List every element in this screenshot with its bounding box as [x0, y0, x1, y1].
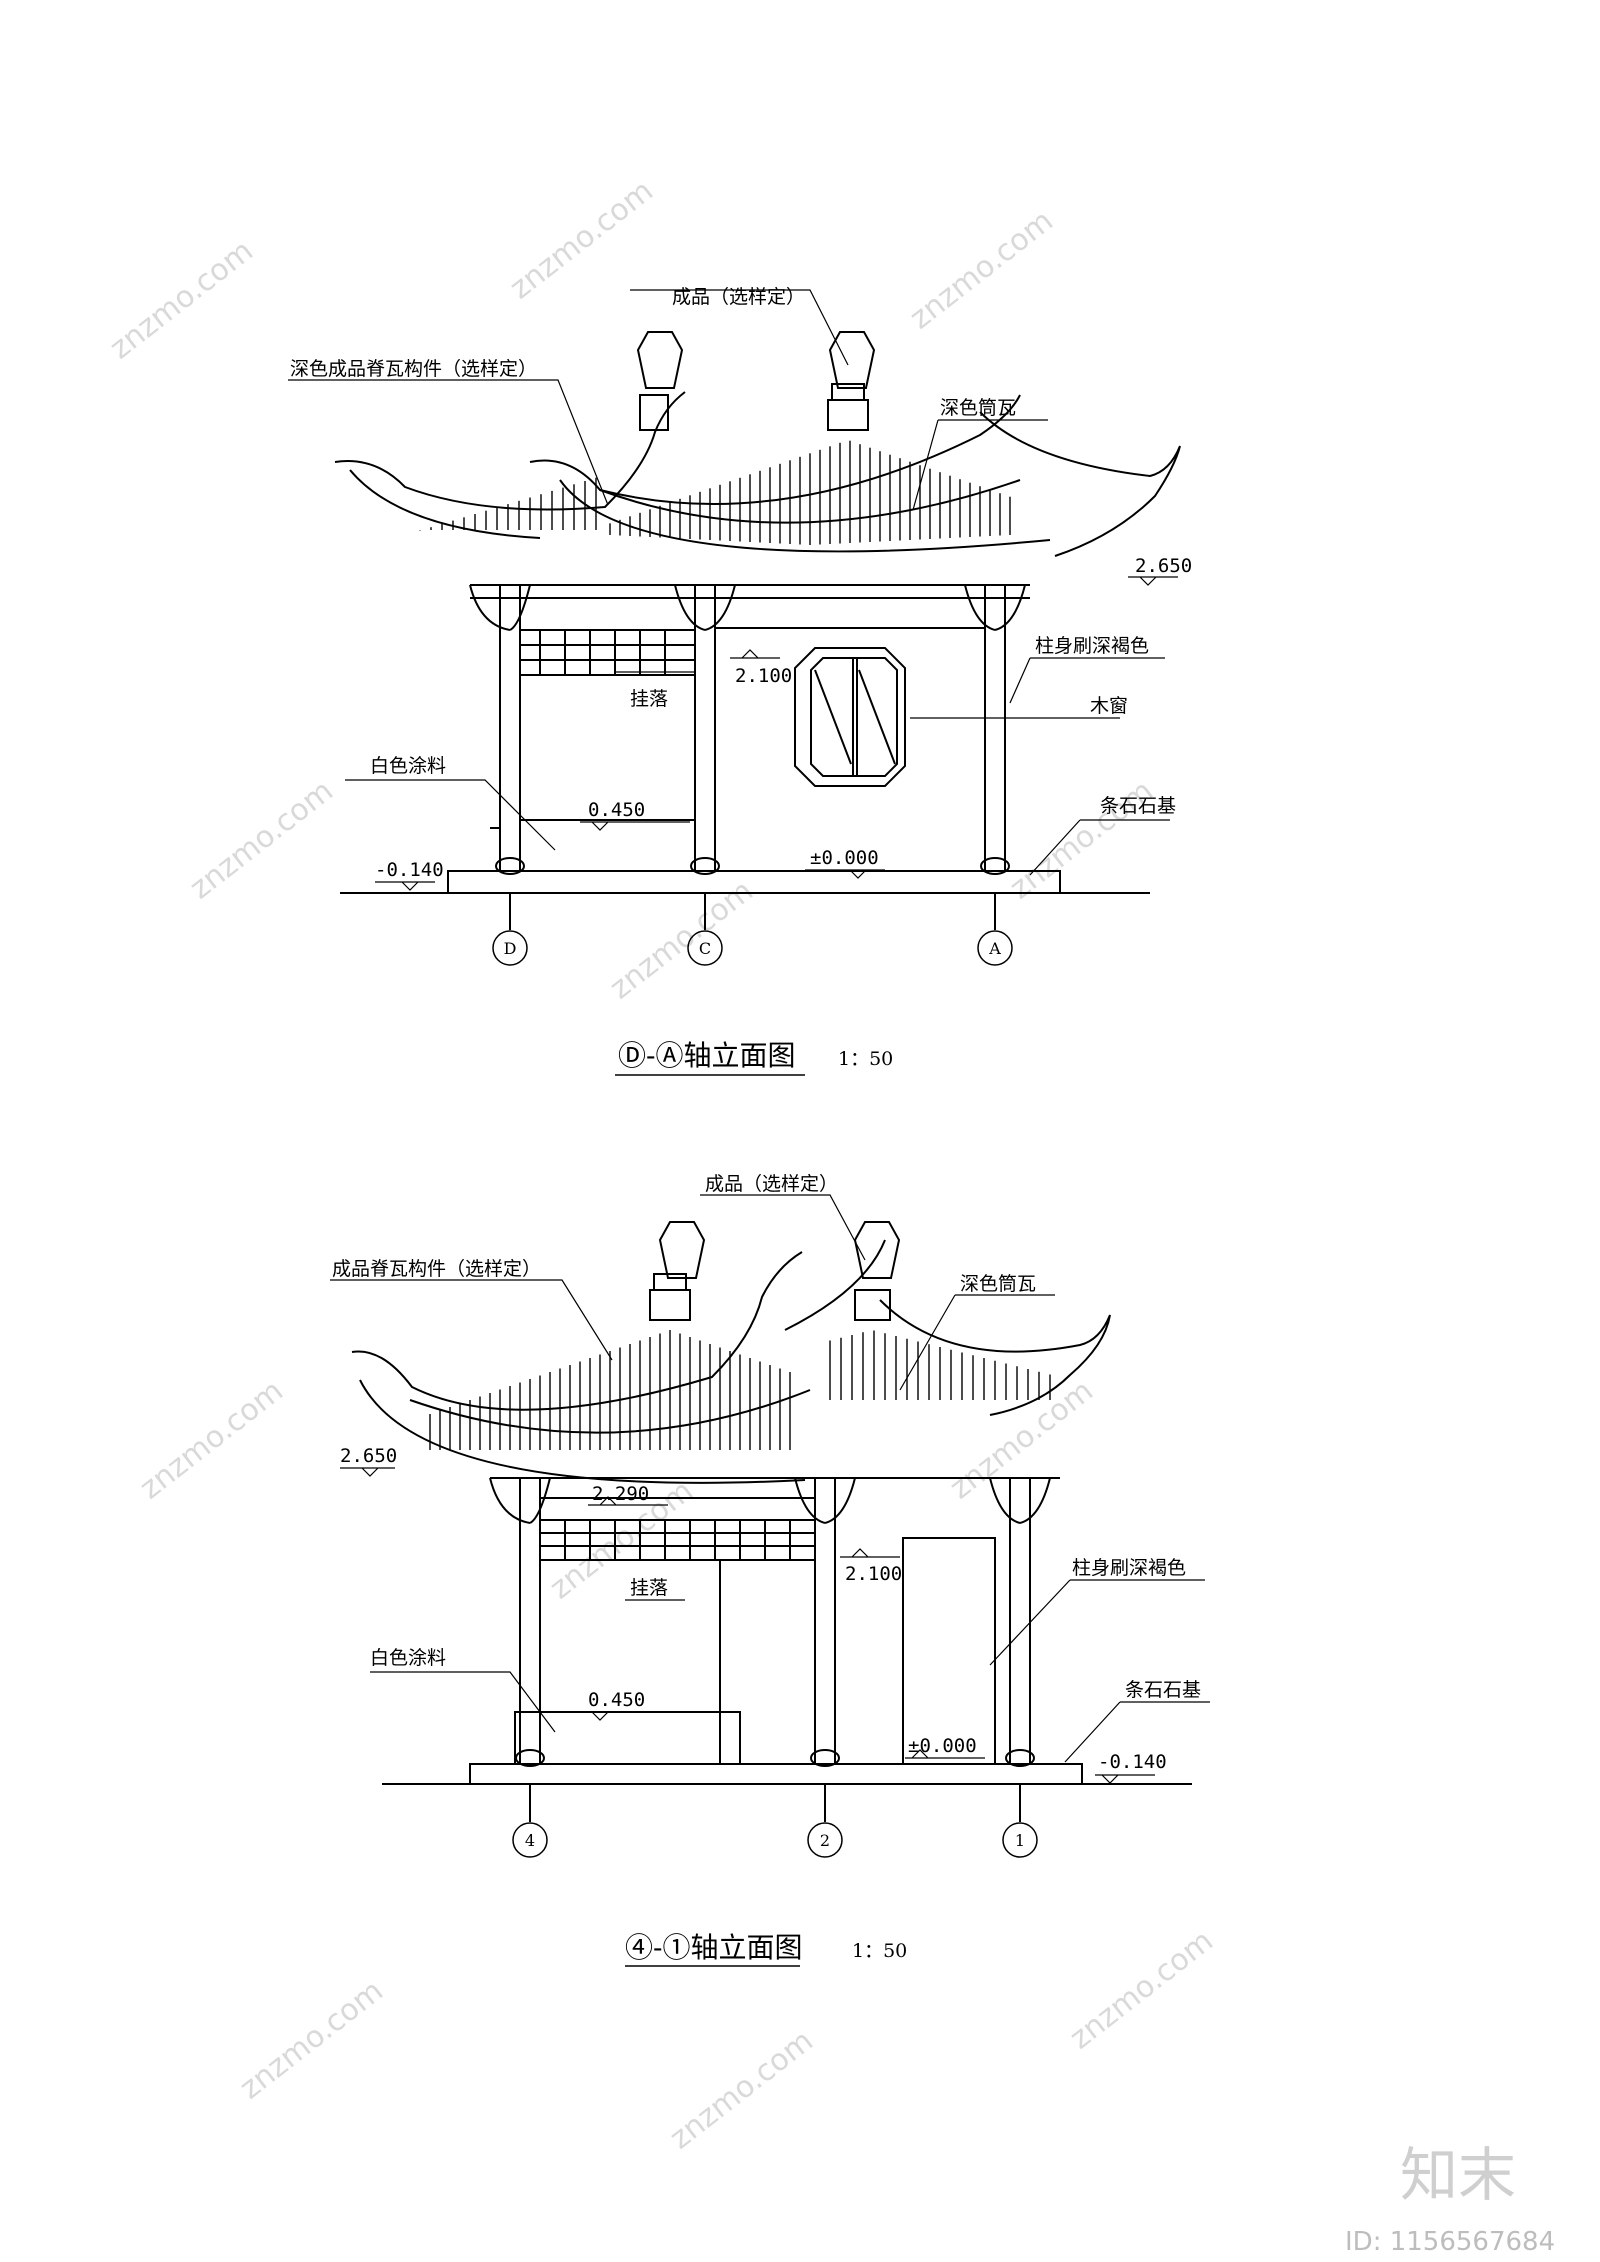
level-ground: -0.140	[1098, 1751, 1167, 1773]
level-ground: -0.140	[375, 859, 444, 881]
axis-label: 1	[1015, 1831, 1025, 1850]
label-finial: 成品（选样定）	[672, 286, 805, 308]
watermark-text: znzmo.com	[183, 773, 339, 906]
axis-label: 2	[820, 1831, 830, 1850]
label-ridge: 成品脊瓦构件（选样定）	[332, 1258, 541, 1280]
drawing-title: ④-①轴立面图	[625, 1931, 802, 1964]
watermark-text: znzmo.com	[943, 1373, 1099, 1506]
level-zero: ±0.000	[908, 1735, 977, 1757]
level-beam: 2.290	[592, 1483, 649, 1505]
label-ridge: 深色成品脊瓦构件（选样定）	[290, 358, 537, 380]
label-paint: 白色涂料	[370, 755, 446, 777]
drawing-title: Ⓓ-Ⓐ轴立面图	[618, 1039, 795, 1072]
axis-label: 4	[525, 1831, 535, 1850]
watermark-text: znzmo.com	[503, 173, 659, 306]
label-column: 柱身刷深褐色	[1035, 635, 1149, 657]
watermark-text: znzmo.com	[133, 1373, 289, 1506]
watermark-text: znzmo.com	[663, 2023, 819, 2156]
watermark-text: znzmo.com	[103, 233, 259, 366]
drawing-scale: 1：50	[838, 1048, 893, 1070]
level-zero: ±0.000	[810, 847, 879, 869]
elevation-top	[288, 289, 1181, 1076]
level-door-top: 2.100	[845, 1563, 902, 1585]
label-hanging: 挂落	[630, 1577, 668, 1599]
watermark-text: znzmo.com	[1003, 773, 1159, 906]
label-paint: 白色涂料	[370, 1647, 446, 1669]
watermark-text: znzmo.com	[1063, 1923, 1219, 2056]
axis-label: D	[504, 939, 517, 958]
level-sill: 0.450	[588, 799, 645, 821]
watermark-text: znzmo.com	[233, 1973, 389, 2106]
elevation-bottom-text: 成品（选样定） 成品脊瓦构件（选样定） 深色筒瓦 柱身刷深褐色 挂落 白色涂料 …	[332, 1173, 1201, 1964]
label-finial: 成品（选样定）	[705, 1173, 838, 1195]
watermark-layer: znzmo.com znzmo.com znzmo.com znzmo.com znzm…	[103, 173, 1219, 2156]
watermark-text: znzmo.com	[903, 203, 1059, 336]
elevation-bottom	[330, 1194, 1210, 1967]
label-tile: 深色筒瓦	[960, 1273, 1036, 1295]
brand-watermark: 知末	[1400, 2141, 1516, 2209]
label-base: 条石石基	[1125, 1679, 1201, 1701]
label-hanging: 挂落	[630, 688, 668, 710]
axis-label: A	[988, 939, 1001, 958]
elevation-top-text: 成品（选样定） 深色成品脊瓦构件（选样定） 深色筒瓦 柱身刷深褐色 木窗 挂落 …	[290, 286, 1192, 1072]
level-eave: 2.650	[340, 1445, 397, 1467]
axis-label: C	[699, 939, 711, 958]
level-eave: 2.650	[1135, 555, 1192, 577]
label-window: 木窗	[1090, 695, 1128, 717]
label-tile: 深色筒瓦	[940, 397, 1016, 419]
level-sill: 0.450	[588, 1689, 645, 1711]
drawing-scale: 1：50	[852, 1940, 907, 1962]
level-window-top: 2.100	[735, 665, 792, 687]
image-id: ID: 1156567684	[1345, 2227, 1555, 2257]
label-base: 条石石基	[1100, 795, 1176, 817]
label-column: 柱身刷深褐色	[1072, 1557, 1186, 1579]
